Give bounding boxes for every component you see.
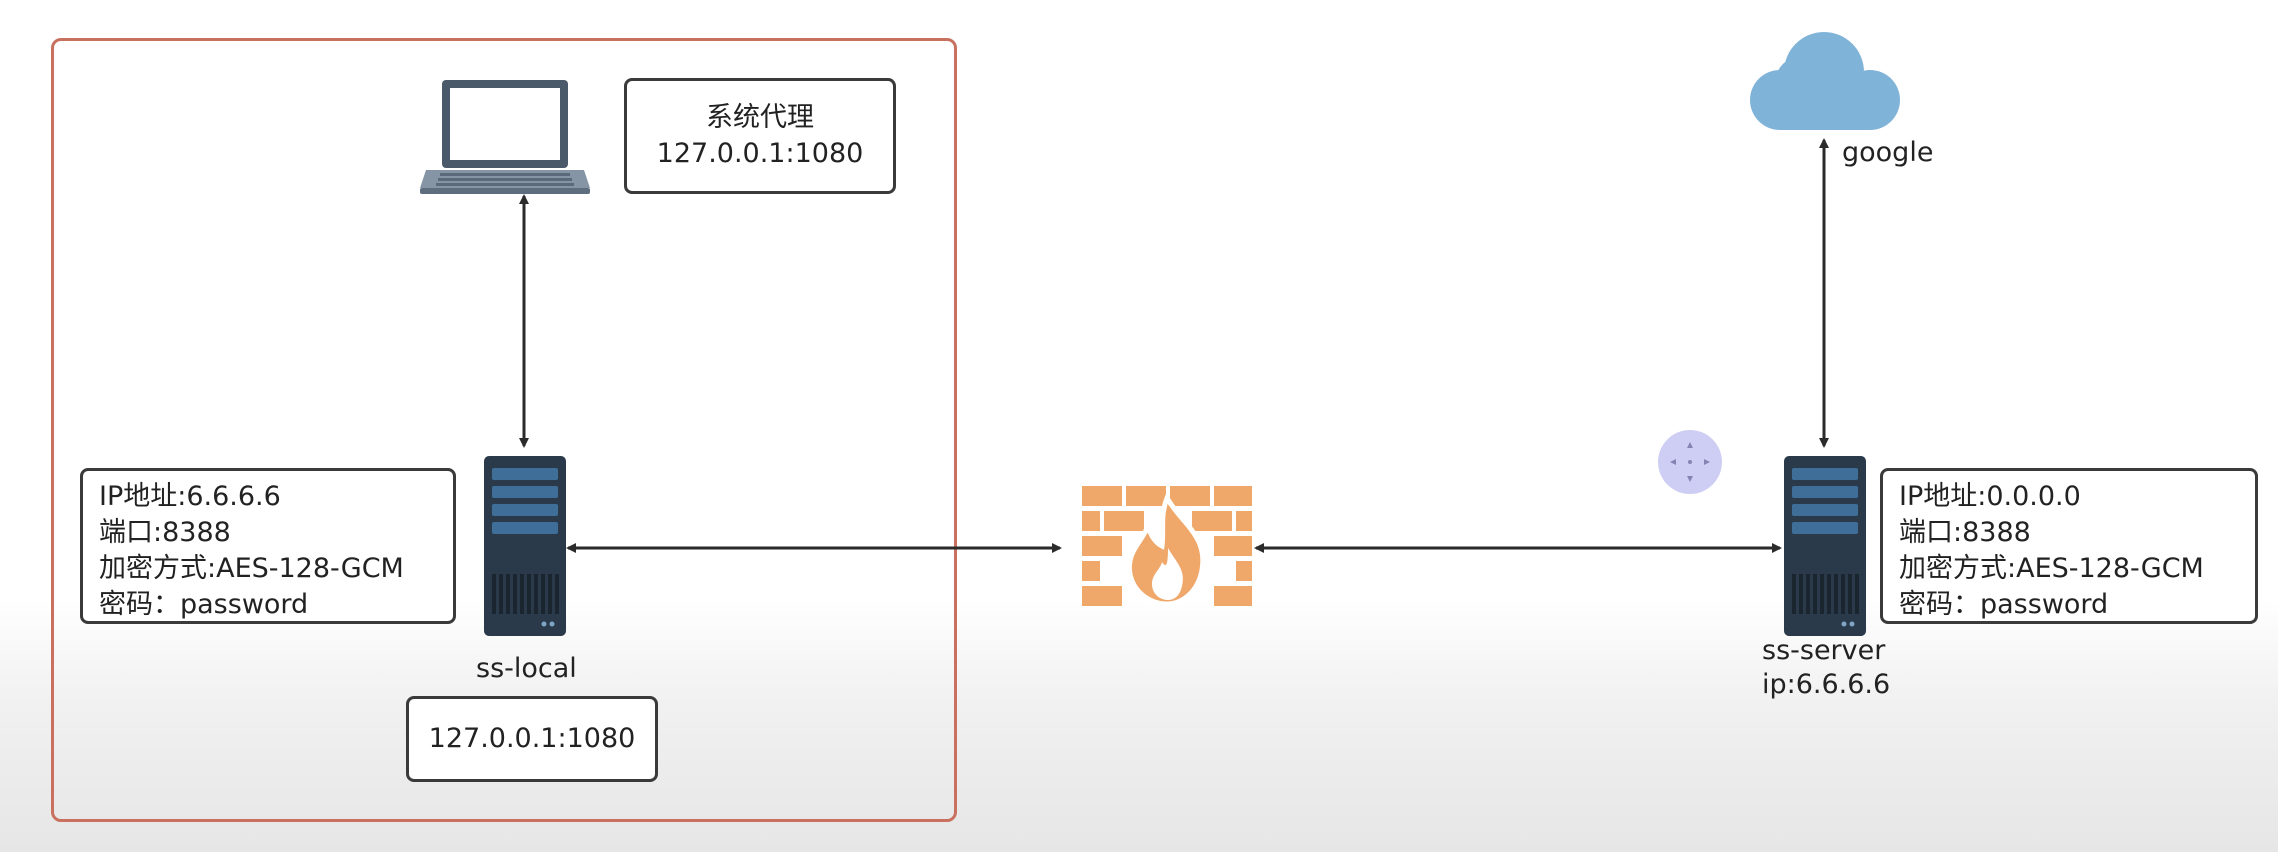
server-password: 密码：password [1899,589,2109,620]
move-cursor-icon [1670,442,1710,482]
local-config-box: IP地址:6.6.6.6 端口:8388 加密方式:AES-128-GCM 密码… [80,468,456,624]
local-network-frame [51,38,957,822]
local-encryption: 加密方式:AES-128-GCM [99,553,404,584]
local-listen-address: 127.0.0.1:1080 [428,723,636,754]
local-password: 密码：password [99,589,309,620]
system-proxy-title: 系统代理 [706,102,814,133]
ss-local-server-icon [484,456,566,636]
google-label: google [1842,137,1934,168]
cursor-indicator [1658,430,1722,494]
server-ip: IP地址:0.0.0.0 [1899,481,2081,512]
firewall-icon [1082,486,1252,607]
server-port: 端口:8388 [1899,517,2031,548]
local-port: 端口:8388 [99,517,231,548]
local-ip: IP地址:6.6.6.6 [99,481,281,512]
laptop-icon [420,80,590,194]
system-proxy-box: 系统代理 127.0.0.1:1080 [624,78,896,194]
server-config-box: IP地址:0.0.0.0 端口:8388 加密方式:AES-128-GCM 密码… [1880,468,2258,624]
ss-server-server-icon [1784,456,1866,636]
ss-server-label: ss-server [1762,635,1886,666]
system-proxy-address: 127.0.0.1:1080 [656,138,864,169]
ss-server-ip: ip:6.6.6.6 [1762,669,1891,700]
local-listen-box: 127.0.0.1:1080 [406,696,658,782]
server-encryption: 加密方式:AES-128-GCM [1899,553,2204,584]
ss-local-label: ss-local [476,653,577,684]
cloud-icon [1750,32,1900,130]
